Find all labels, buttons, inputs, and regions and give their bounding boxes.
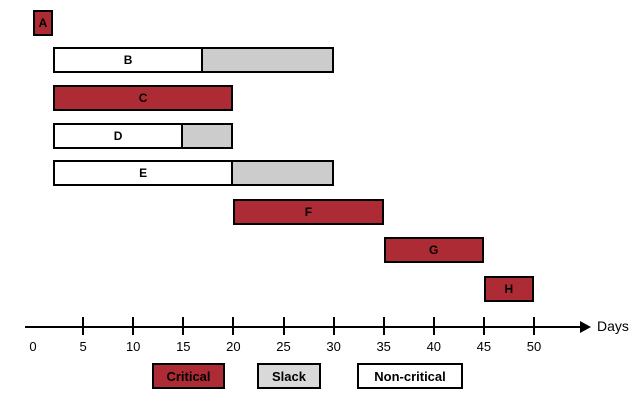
- task-segment-e-slack[interactable]: [231, 160, 334, 186]
- legend-item-label: Slack: [272, 368, 306, 384]
- legend-item-non-critical[interactable]: Non-critical: [357, 363, 463, 389]
- task-bar-a[interactable]: A: [33, 10, 54, 36]
- task-segment-f-critical[interactable]: F: [233, 199, 384, 225]
- task-bar-label: G: [429, 243, 439, 257]
- task-bar-b[interactable]: B: [53, 47, 334, 73]
- task-segment-e-non-critical[interactable]: E: [53, 160, 234, 186]
- task-segment-b-non-critical[interactable]: B: [53, 47, 204, 73]
- task-bar-label: C: [138, 91, 148, 105]
- task-segment-d-non-critical[interactable]: D: [53, 123, 184, 149]
- task-bar-f[interactable]: F: [233, 199, 384, 225]
- task-bar-g[interactable]: G: [383, 237, 484, 263]
- axis-tick-label: 15: [176, 339, 191, 354]
- task-segment-d-slack[interactable]: [181, 123, 234, 149]
- arrow-right-icon: [580, 321, 591, 333]
- axis-tick-label: 50: [526, 339, 542, 354]
- axis-tick-label: 30: [326, 339, 341, 354]
- task-bar-label: B: [123, 53, 133, 67]
- axis-tick: [132, 317, 135, 335]
- axis-tick: [482, 317, 485, 335]
- task-segment-c-critical[interactable]: C: [53, 85, 234, 111]
- axis-tick: [533, 317, 535, 335]
- task-bar-d[interactable]: D: [53, 123, 234, 149]
- axis-tick-label: 35: [376, 339, 391, 354]
- task-bar-c[interactable]: C: [53, 85, 234, 111]
- axis-tick: [182, 317, 185, 335]
- axis-title: Days: [597, 318, 629, 334]
- task-segment-b-slack[interactable]: [201, 47, 334, 73]
- task-bar-label: H: [504, 282, 514, 296]
- axis-tick-label: 40: [426, 339, 442, 354]
- axis-tick: [332, 317, 335, 335]
- axis-tick: [382, 317, 385, 335]
- axis-tick-label: 5: [79, 339, 87, 354]
- task-segment-a-critical[interactable]: A: [33, 10, 54, 36]
- axis-tick: [432, 317, 435, 335]
- axis-tick-label: 10: [125, 339, 141, 354]
- legend-item-slack[interactable]: Slack: [257, 363, 321, 389]
- task-bar-label: D: [113, 129, 123, 143]
- task-segment-g-critical[interactable]: G: [383, 237, 484, 263]
- axis-tick: [232, 317, 235, 335]
- axis-tick-label: 25: [276, 339, 291, 354]
- task-bar-label: A: [38, 16, 48, 30]
- legend-item-label: Critical: [166, 368, 211, 384]
- legend-item-critical[interactable]: Critical: [152, 363, 225, 389]
- axis-line: [25, 326, 580, 328]
- legend-item-label: Non-critical: [374, 368, 446, 384]
- axis-tick: [282, 317, 285, 335]
- task-bar-label: E: [139, 166, 148, 180]
- task-bar-e[interactable]: E: [53, 160, 334, 186]
- axis-tick-label: 45: [476, 339, 492, 354]
- axis-tick-label: 20: [226, 339, 241, 354]
- axis-tick-label: 0: [29, 339, 37, 354]
- task-segment-h-critical[interactable]: H: [483, 276, 534, 302]
- task-bar-h[interactable]: H: [483, 276, 534, 302]
- axis-tick: [82, 317, 85, 335]
- task-bar-label: F: [304, 205, 313, 219]
